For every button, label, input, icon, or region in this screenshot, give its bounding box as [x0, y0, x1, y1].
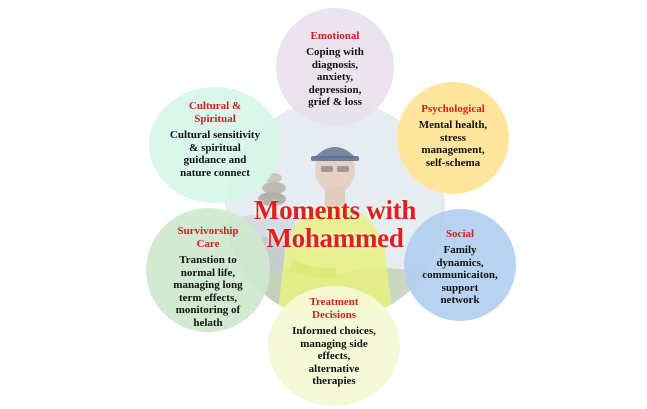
node-survivorship-line-6: helath [156, 317, 260, 330]
node-treatment-line-4: alternative [276, 363, 392, 376]
node-treatment-line-5: therapies [276, 375, 392, 388]
node-emotional-line-5: grief & loss [284, 96, 386, 109]
node-survivorship-line-4: term effects, [156, 292, 260, 305]
node-treatment-desc: Informed choices, managing side effects,… [276, 325, 392, 388]
node-emotional-line-3: anxiety, [284, 71, 386, 84]
node-survivorship-title: Survivorship Care [156, 225, 260, 251]
node-social-desc: Family dynamics, communicaiton, support … [412, 244, 508, 307]
node-cultural-title-line-1: Cultural & [157, 100, 273, 113]
node-psychological-line-2: stress [403, 132, 503, 145]
node-treatment-line-3: effects, [276, 350, 392, 363]
node-cultural-title: Cultural & Spiritual [157, 100, 273, 126]
node-social-line-4: support [412, 282, 508, 295]
node-treatment-title: Treatment Decisions [276, 296, 392, 322]
node-social-line-1: Family [412, 244, 508, 257]
node-survivorship-title-line-1: Survivorship [156, 225, 260, 238]
node-social-title: Social [412, 228, 508, 241]
node-treatment-decisions: Treatment Decisions Informed choices, ma… [268, 286, 400, 406]
node-treatment-line-1: Informed choices, [276, 325, 392, 338]
node-treatment-title-line-2: Decisions [276, 309, 392, 322]
node-cultural-desc: Cultural sensitivity & spiritual guidanc… [157, 129, 273, 179]
node-emotional: Emotional Coping with diagnosis, anxiety… [276, 8, 394, 126]
node-emotional-line-1: Coping with [284, 46, 386, 59]
node-cultural-line-3: guidance and [157, 154, 273, 167]
node-survivorship-line-3: managing long [156, 279, 260, 292]
node-social-line-2: dynamics, [412, 257, 508, 270]
node-survivorship-line-5: monitoring of [156, 304, 260, 317]
node-cultural-line-4: nature connect [157, 167, 273, 180]
node-psychological-line-3: management, [403, 144, 503, 157]
node-social-line-3: communicaiton, [412, 269, 508, 282]
node-psychological-title: Psychological [403, 103, 503, 116]
node-cultural-spiritual: Cultural & Spiritual Cultural sensitivit… [149, 87, 281, 203]
node-survivorship-line-1: Transtion to [156, 254, 260, 267]
node-cultural-title-line-2: Spiritual [157, 113, 273, 126]
node-survivorship-line-2: normal life, [156, 267, 260, 280]
node-emotional-line-4: depression, [284, 84, 386, 97]
node-social-line-5: network [412, 294, 508, 307]
node-survivorship-desc: Transtion to normal life, managing long … [156, 254, 260, 329]
node-cultural-line-2: & spiritual [157, 142, 273, 155]
node-emotional-line-2: diagnosis, [284, 59, 386, 72]
node-cultural-line-1: Cultural sensitivity [157, 129, 273, 142]
node-psychological-line-4: self-schema [403, 157, 503, 170]
node-treatment-title-line-1: Treatment [276, 296, 392, 309]
node-psychological-line-1: Mental health, [403, 119, 503, 132]
node-emotional-desc: Coping with diagnosis, anxiety, depressi… [284, 46, 386, 109]
node-psychological-desc: Mental health, stress management, self-s… [403, 119, 503, 169]
node-survivorship-care: Survivorship Care Transtion to normal li… [146, 208, 270, 332]
node-survivorship-title-line-2: Care [156, 238, 260, 251]
node-emotional-title: Emotional [284, 30, 386, 43]
node-treatment-line-2: managing side [276, 338, 392, 351]
center-title-line-1: Moments with [225, 196, 445, 224]
node-social: Social Family dynamics, communicaiton, s… [404, 209, 516, 321]
node-psychological: Psychological Mental health, stress mana… [397, 82, 509, 194]
